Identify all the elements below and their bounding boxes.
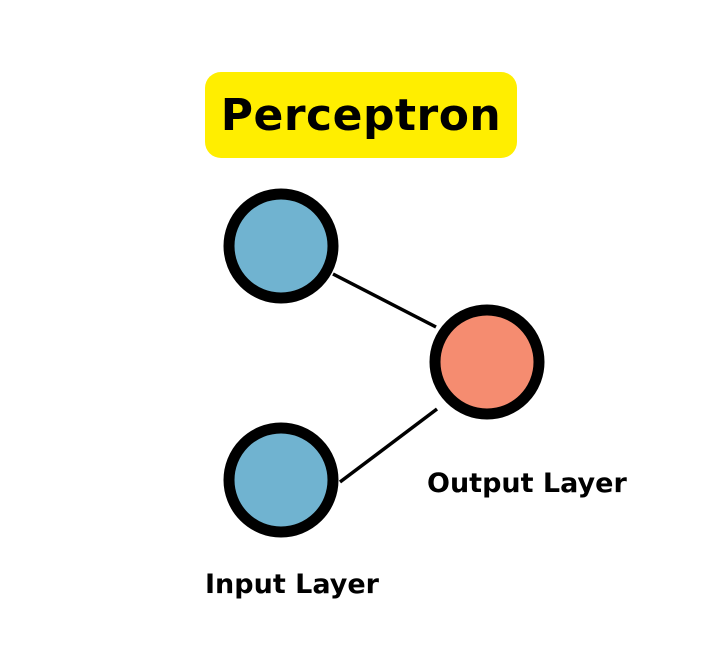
output-node [429, 304, 545, 420]
input-node-2 [223, 422, 339, 538]
diagram-title: Perceptron [220, 89, 502, 141]
title-badge: Perceptron [205, 72, 517, 158]
input-layer-label: Input Layer [205, 569, 379, 600]
edge-input-1-to-output [332, 272, 437, 329]
input-node-1 [223, 188, 339, 304]
output-layer-label: Output Layer [427, 468, 627, 499]
edge-input-2-to-output [338, 407, 439, 484]
